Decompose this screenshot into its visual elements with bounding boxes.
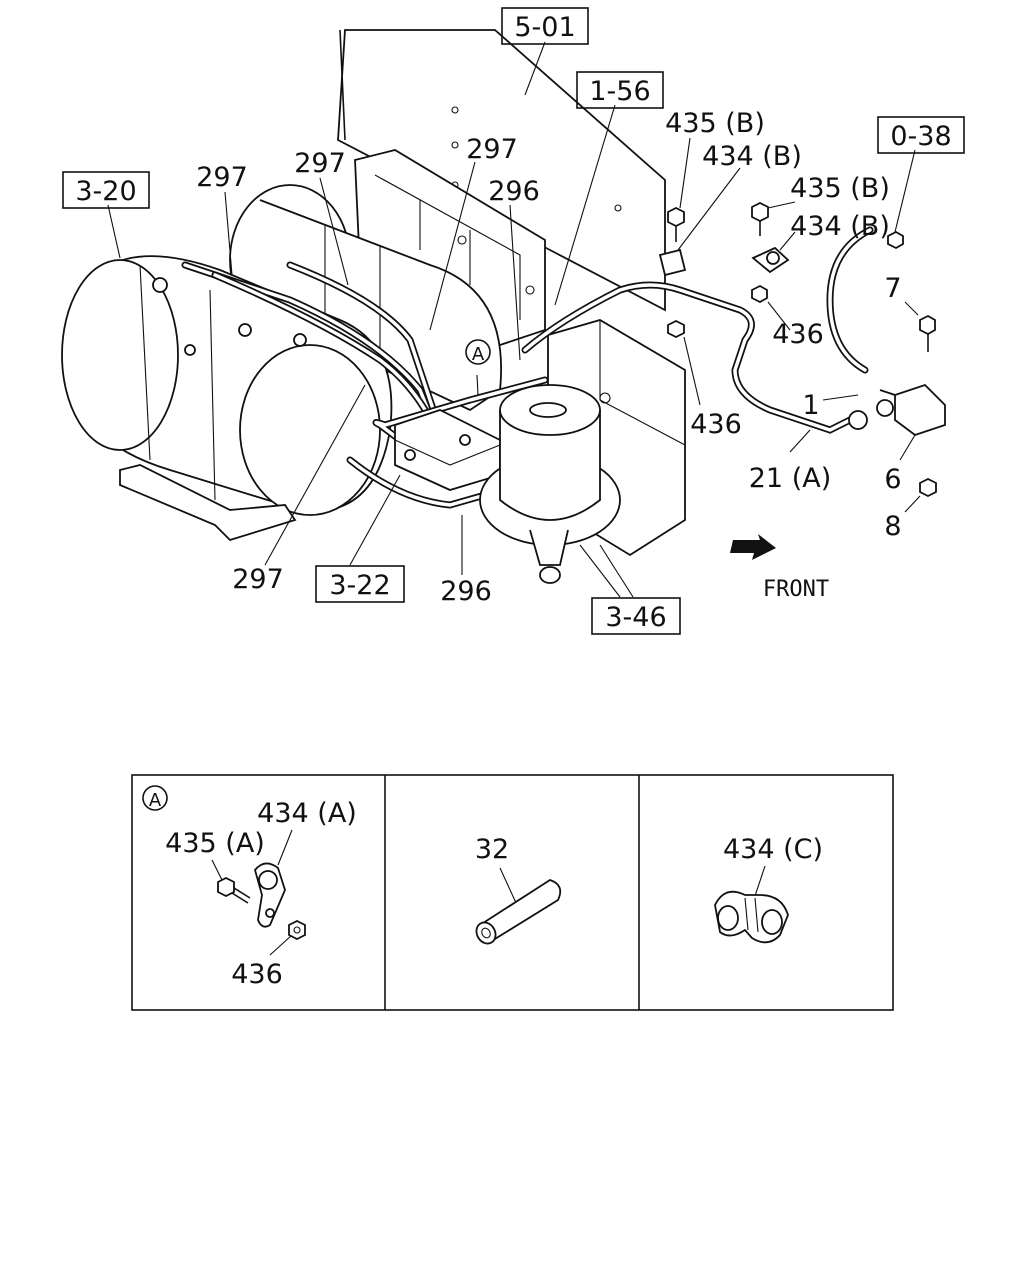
- pipe-21a: [521, 281, 854, 434]
- label-1: 1: [802, 390, 819, 421]
- ref-label-dryer: 3-46: [605, 602, 666, 633]
- label-435a: 435 (A): [165, 828, 265, 859]
- bolt-435b-2: [751, 201, 769, 236]
- front-label: FRONT: [763, 577, 829, 602]
- tank-cradle: [119, 464, 297, 542]
- bolt-7: [919, 314, 936, 352]
- pipe-296: [346, 456, 489, 509]
- leader-lines: [107, 41, 921, 598]
- label-297-b: 297: [294, 148, 346, 179]
- ref-label-connector: 0-38: [890, 121, 951, 152]
- ref-label-valve: 3-22: [329, 570, 390, 601]
- part-labels: 297 297 297 297 296 296 435 (B) 434 (B) …: [196, 108, 901, 607]
- protection-valve: [394, 409, 501, 491]
- label-434c: 434 (C): [723, 834, 823, 865]
- front-arrow: FRONT: [730, 534, 829, 602]
- ref-box-0-38: 0-38: [877, 116, 965, 154]
- detail-panel-c: 434 (C): [714, 834, 823, 944]
- nut-0-38: [887, 230, 904, 250]
- label-297-d: 297: [232, 564, 284, 595]
- ref-label-tank: 3-20: [75, 176, 136, 207]
- label-6: 6: [884, 464, 901, 495]
- label-296-b: 296: [440, 576, 492, 607]
- label-434b-2: 434 (B): [790, 211, 890, 242]
- nut-436b: [751, 284, 768, 304]
- detail-panel-b: 32: [475, 834, 562, 945]
- detail-panel-a: A 434 (A) 435 (A) 436: [142, 785, 357, 990]
- nut-436a: [667, 319, 685, 339]
- ref-label-bracket: 1-56: [589, 76, 650, 107]
- clip-434b-1: [658, 248, 687, 277]
- flexible-hose-1: [826, 226, 874, 374]
- ref-box-5-01: 5-01: [501, 7, 589, 45]
- label-436-a: 436: [690, 409, 742, 440]
- nut-8: [919, 477, 937, 498]
- bolt-435b-1: [667, 206, 685, 242]
- pipe-to-valve: [372, 376, 549, 444]
- ref-box-3-22: 3-22: [315, 565, 405, 603]
- ref-box-3-20: 3-20: [62, 171, 150, 209]
- label-436-detail: 436: [231, 959, 283, 990]
- air-dryer: [479, 384, 621, 584]
- panel-a-marker: A: [149, 790, 162, 811]
- pipe-297-mid: [286, 261, 444, 434]
- label-434b-1: 434 (B): [702, 141, 802, 172]
- ref-label-frame: 5-01: [514, 12, 575, 43]
- label-435b-2: 435 (B): [790, 173, 890, 204]
- label-436-b: 436: [772, 319, 824, 350]
- label-21a: 21 (A): [749, 463, 831, 494]
- tee-fitting-6: [848, 383, 946, 437]
- pipe-297-lower: [211, 271, 444, 444]
- label-297-a: 297: [196, 162, 248, 193]
- ref-box-3-46: 3-46: [591, 597, 681, 635]
- detail-table: [131, 774, 894, 1011]
- detail-marker-a: A: [465, 339, 491, 365]
- label-297-c: 297: [466, 134, 518, 165]
- label-435b-1: 435 (B): [665, 108, 765, 139]
- label-8: 8: [884, 511, 901, 542]
- detail-marker-letter: A: [472, 344, 485, 365]
- frame-rail: [337, 29, 666, 312]
- clip-434b-2: [751, 246, 790, 274]
- label-7: 7: [884, 273, 901, 304]
- label-32: 32: [475, 834, 509, 865]
- ref-box-1-56: 1-56: [576, 71, 664, 109]
- label-296-a: 296: [488, 176, 540, 207]
- label-434a: 434 (A): [257, 798, 357, 829]
